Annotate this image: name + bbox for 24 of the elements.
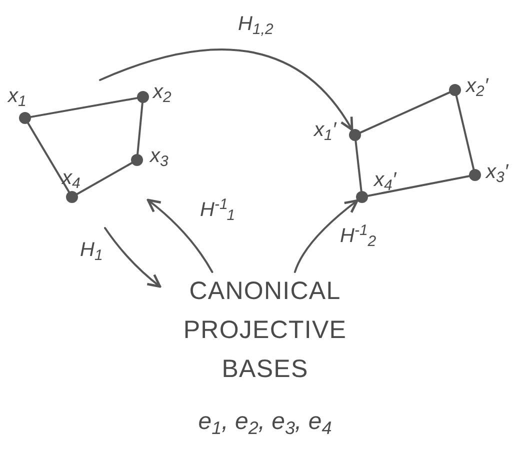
basis-text: e$_{1}$, e$_{2}$, e$_{3}$, e$_{4}$ bbox=[198, 407, 332, 440]
point-label: x$_{2}$′ bbox=[466, 76, 488, 96]
line bbox=[136, 102, 144, 156]
curved-arrow bbox=[99, 48, 354, 131]
point-label: x$_{1}$′ bbox=[314, 120, 336, 140]
curved-arrow bbox=[294, 199, 358, 273]
point-label: x$_{3}$′ bbox=[486, 162, 508, 182]
edge-label: H$_{1}$ bbox=[78, 240, 105, 260]
line bbox=[27, 122, 70, 193]
line bbox=[76, 162, 133, 196]
point-label: x$_{3}$ bbox=[150, 146, 168, 166]
point-label: x$_{4}$′ bbox=[374, 170, 396, 190]
line bbox=[366, 175, 470, 197]
curved-arrow bbox=[104, 227, 162, 288]
line bbox=[359, 91, 451, 134]
point-label: x$_{1}$ bbox=[8, 86, 26, 106]
line bbox=[455, 94, 475, 170]
line bbox=[354, 140, 362, 192]
heading-text: CANONICAL PROJECTIVE BASES bbox=[182, 276, 348, 384]
curved-arrow bbox=[146, 198, 214, 273]
edge-label: H$_{1,2}$ bbox=[236, 14, 276, 34]
point-label: x$_{4}$ bbox=[62, 168, 80, 188]
line bbox=[30, 97, 138, 118]
point-label: x$_{2}$ bbox=[153, 82, 172, 102]
